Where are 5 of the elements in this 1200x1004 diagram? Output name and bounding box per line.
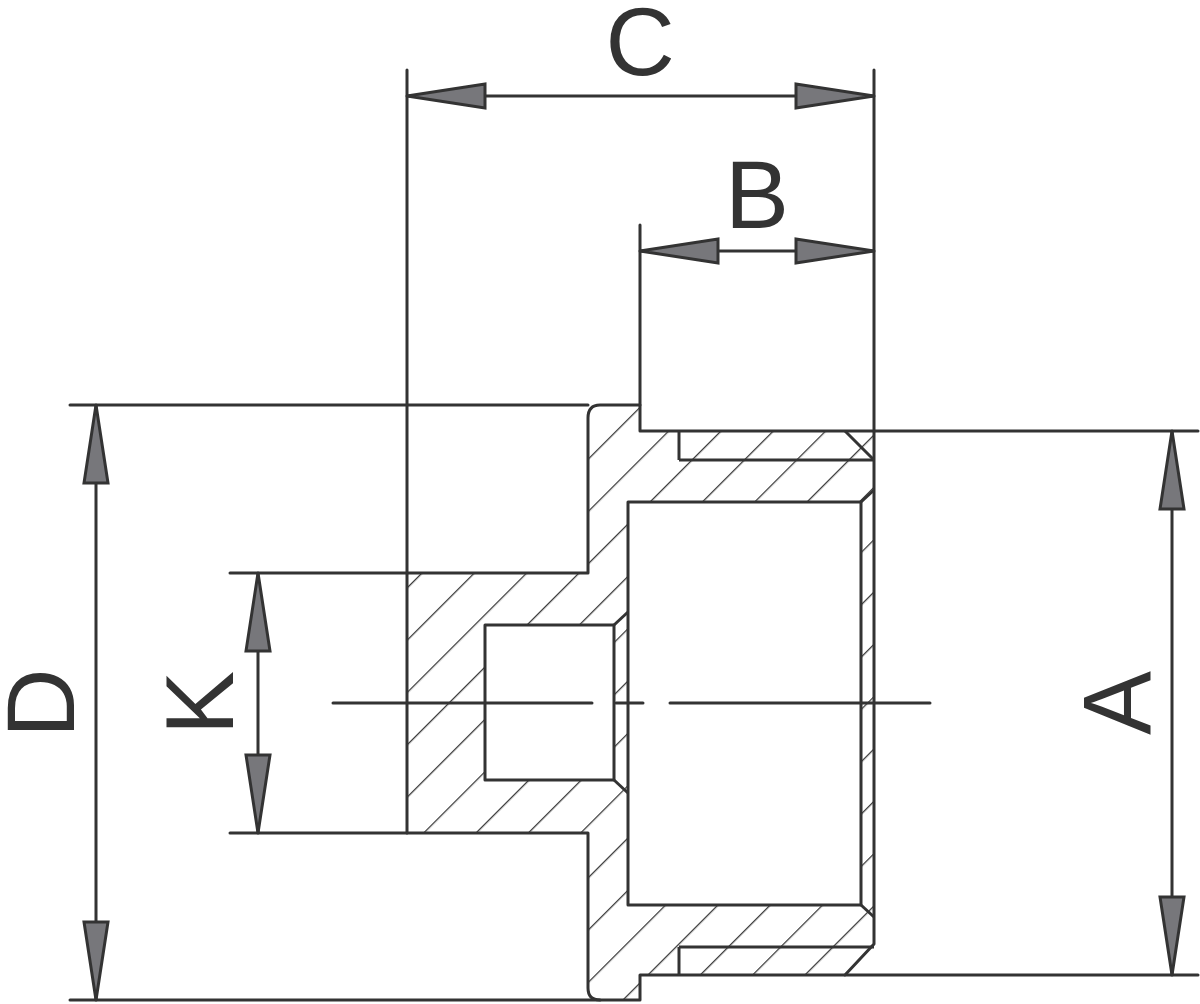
- dimension-label: B: [725, 147, 790, 243]
- dimension-label: K: [152, 671, 248, 735]
- dimension-label: D: [0, 668, 89, 738]
- dimension-label: C: [605, 0, 675, 90]
- dimension-label: A: [1069, 671, 1165, 735]
